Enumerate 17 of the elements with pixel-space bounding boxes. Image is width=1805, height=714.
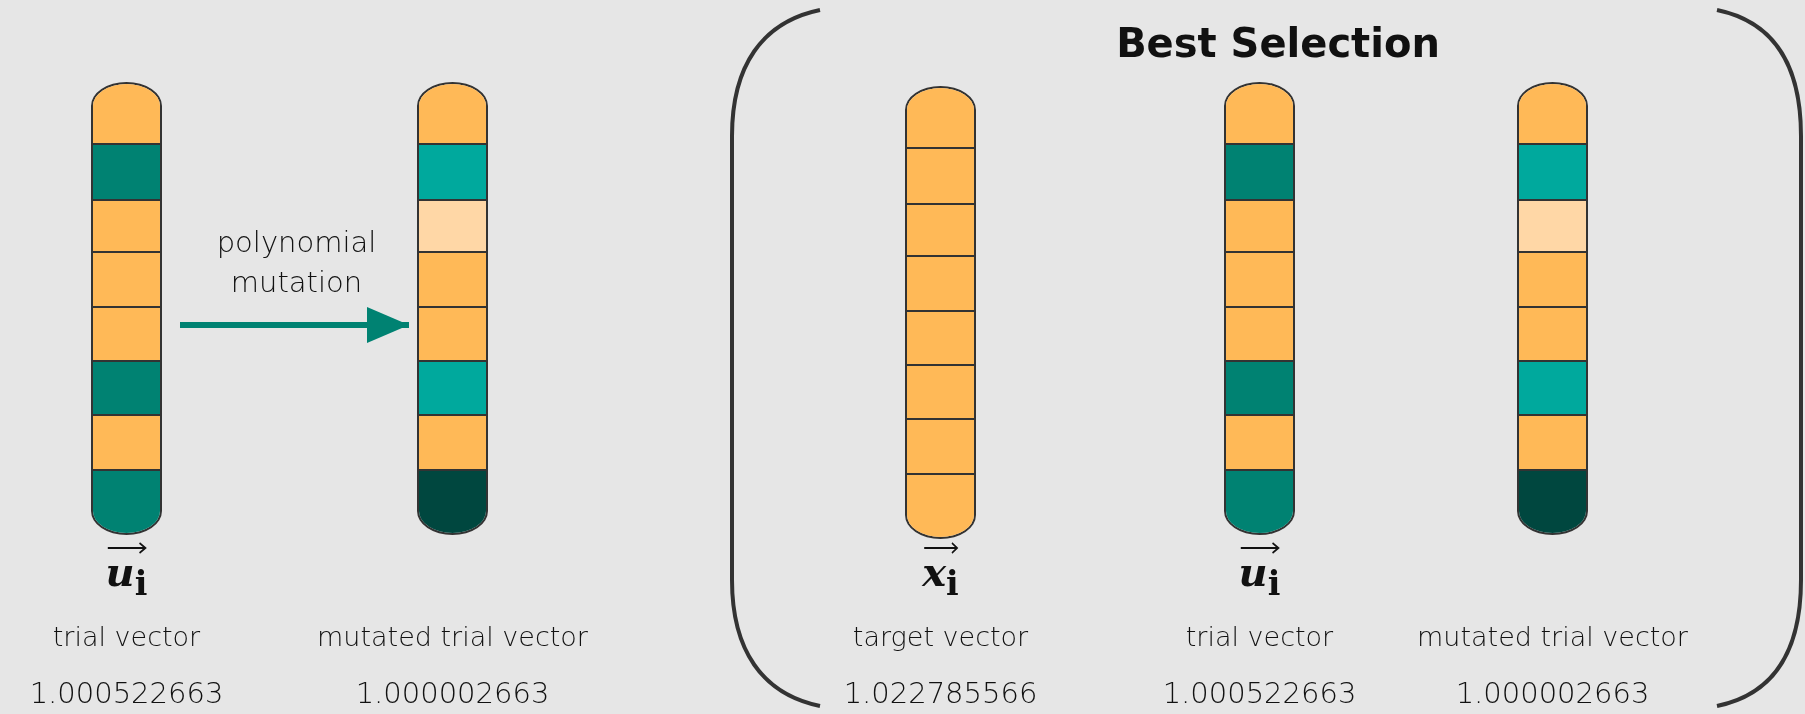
vector-bar [1517,82,1588,535]
vector-caption: mutated trial vector [1417,621,1688,652]
vector-caption: trial vector [52,621,201,652]
value-text: 1.000522663 [1162,676,1357,710]
arrow [180,307,409,343]
value-text: 1.000002663 [355,676,550,710]
vector-bar [1224,82,1295,535]
vector-bar [417,82,488,535]
vector-caption: trial vector [1185,621,1334,652]
vector-caption: mutated trial vector [317,621,588,652]
group-title: Best Selection [1116,20,1440,66]
value-text: 1.000522663 [29,676,224,710]
vector-bar [905,86,976,539]
value-text: 1.000002663 [1455,676,1650,710]
vector-bar [91,82,162,535]
value-text: 1.022785566 [843,676,1038,710]
vector-caption: target vector [852,621,1029,652]
